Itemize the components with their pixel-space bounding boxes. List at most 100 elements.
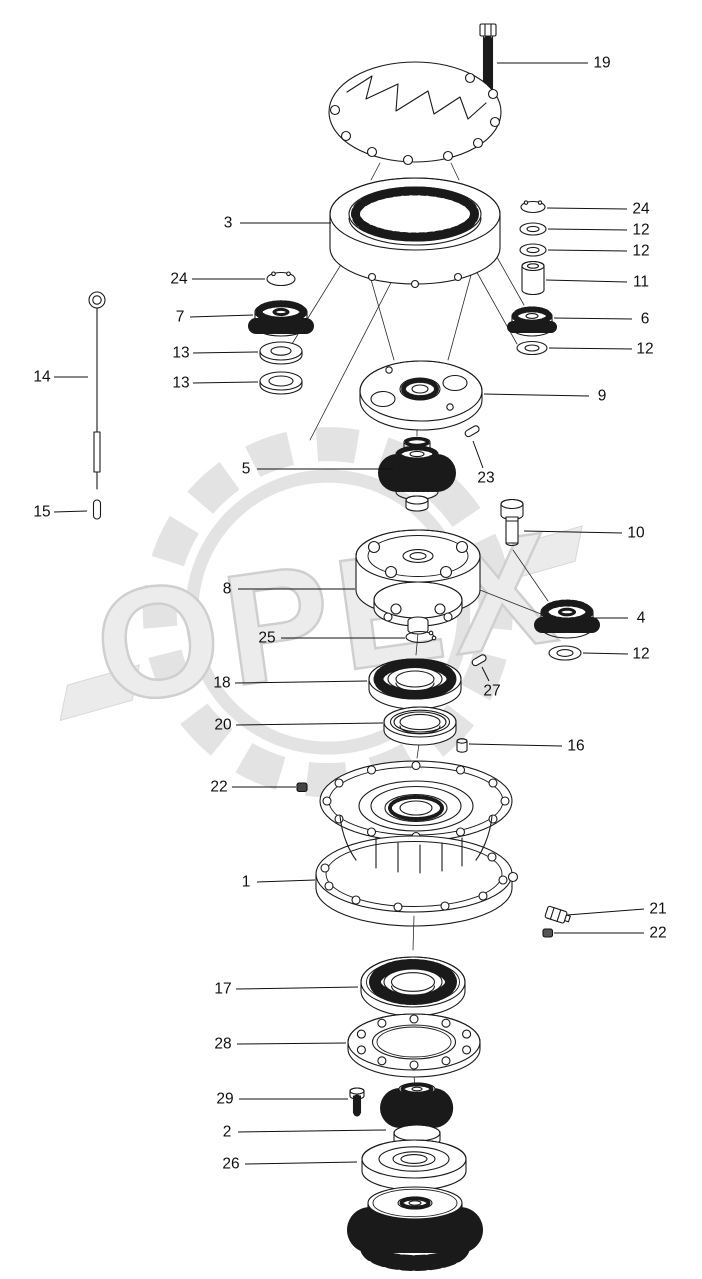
- part-bearing-17: [360, 956, 466, 1017]
- part-washer-13-b: [259, 371, 303, 395]
- leader-line-16: [468, 743, 563, 747]
- part-plug-21: [544, 905, 571, 924]
- callout-label-12: 12: [632, 222, 649, 239]
- callout-label-2: 2: [223, 1124, 232, 1141]
- callout-label-11: 11: [633, 274, 649, 291]
- callout-label-12: 12: [636, 341, 653, 358]
- part-plug-16: [456, 738, 468, 753]
- callout-label-28: 28: [214, 1036, 231, 1053]
- leader-line-10: [523, 530, 623, 534]
- leader-line-26: [244, 1161, 358, 1165]
- callout-label-21: 21: [649, 901, 666, 918]
- callout-label-25: 25: [258, 630, 275, 647]
- part-gear-7: [248, 300, 314, 337]
- callout-label-24: 24: [170, 271, 188, 288]
- leader-line-12: [547, 228, 628, 231]
- callout-label-6: 6: [641, 311, 650, 328]
- callout-label-26: 26: [222, 1156, 239, 1173]
- leader-line-6: [553, 317, 633, 320]
- callout-label-13: 13: [172, 345, 189, 362]
- part-ring-gear-3: [329, 177, 501, 289]
- part-gear-6: [507, 306, 557, 337]
- leader-line-27: [481, 666, 490, 682]
- callout-label-13: 13: [172, 375, 189, 392]
- callout-label-19: 19: [593, 55, 610, 72]
- part-plug-22-left: [296, 782, 308, 793]
- parts-layer: [88, 23, 600, 1271]
- callout-label-12: 12: [632, 646, 649, 663]
- callout-label-20: 20: [214, 717, 232, 734]
- callout-layer: 19 3 24 12 12 11 24 7 6 13 13 12 14 9 23 5 15 10 8 4 25 12 27 1…: [33, 55, 666, 1173]
- part-washer-12-b: [519, 243, 547, 257]
- part-plate-9: [359, 360, 483, 431]
- leader-line-2: [237, 1129, 387, 1133]
- part-bearing-18: [368, 658, 462, 710]
- leader-line-15: [53, 510, 88, 513]
- part-flange-26: [361, 1139, 467, 1191]
- part-washer-13-a: [259, 341, 303, 365]
- callout-label-7: 7: [176, 309, 185, 326]
- callout-label-23: 23: [477, 470, 494, 487]
- part-pin-15: [92, 499, 102, 520]
- leader-line-9: [483, 393, 590, 397]
- part-housing-1: [315, 760, 519, 927]
- part-dipstick-14: [88, 291, 106, 490]
- leader-line-20: [235, 722, 384, 726]
- callout-label-9: 9: [598, 388, 607, 405]
- leader-line-12: [548, 347, 633, 350]
- part-seal-20: [383, 706, 457, 746]
- callout-label-3: 3: [224, 215, 233, 232]
- callout-label-22: 22: [210, 779, 227, 796]
- part-snap-ring-24-right: [520, 200, 546, 214]
- watermark-slash-left: [59, 664, 140, 722]
- part-pinion-gear-bottom: [347, 1186, 483, 1271]
- part-sleeve-11: [521, 260, 545, 296]
- leader-line-23: [472, 440, 484, 469]
- part-snap-ring-25: [405, 630, 437, 644]
- callout-label-8: 8: [223, 581, 232, 598]
- callout-label-15: 15: [33, 504, 50, 521]
- callout-label-27: 27: [483, 683, 500, 700]
- leader-line-13: [192, 381, 259, 384]
- callout-label-17: 17: [214, 981, 231, 998]
- leader-line-17: [235, 986, 359, 990]
- leader-line-12: [547, 249, 628, 252]
- callout-label-24: 24: [632, 201, 650, 218]
- part-sun-gear-5: [378, 436, 456, 512]
- watermark-text: OPEX: [85, 498, 572, 737]
- part-washer-12-d: [548, 645, 582, 661]
- leader-line-13: [192, 351, 259, 354]
- callout-label-22: 22: [649, 925, 666, 942]
- leader-line-28: [236, 1042, 347, 1045]
- callout-label-14: 14: [33, 369, 51, 386]
- part-snap-ring-24-left: [266, 271, 296, 287]
- part-carrier-8: [355, 529, 481, 635]
- watermark-gear-teeth: [142, 427, 513, 798]
- leader-line-24: [546, 207, 628, 210]
- watermark: OPEX: [59, 427, 583, 798]
- part-pin-27: [471, 654, 487, 667]
- leader-line-18: [234, 680, 368, 684]
- leader-line-12: [582, 652, 629, 655]
- callout-label-10: 10: [627, 525, 645, 542]
- part-gear-4: [534, 599, 600, 639]
- part-top-cover: [328, 61, 502, 166]
- part-washer-12-c: [516, 340, 548, 356]
- part-pin-23: [464, 425, 480, 438]
- leader-line-7: [189, 314, 254, 318]
- callout-label-12: 12: [632, 243, 649, 260]
- leader-line-21: [566, 908, 645, 916]
- part-plug-10: [500, 498, 524, 547]
- leader-line-1: [256, 879, 316, 883]
- part-washer-12-a: [519, 222, 547, 236]
- callout-label-4: 4: [637, 610, 646, 627]
- callout-label-5: 5: [242, 461, 251, 478]
- part-plate-28: [347, 1013, 481, 1078]
- callout-label-29: 29: [216, 1091, 233, 1108]
- callout-label-18: 18: [213, 675, 230, 692]
- part-plug-22-right: [542, 928, 554, 938]
- part-bolt-29: [349, 1087, 365, 1117]
- callout-label-16: 16: [567, 738, 584, 755]
